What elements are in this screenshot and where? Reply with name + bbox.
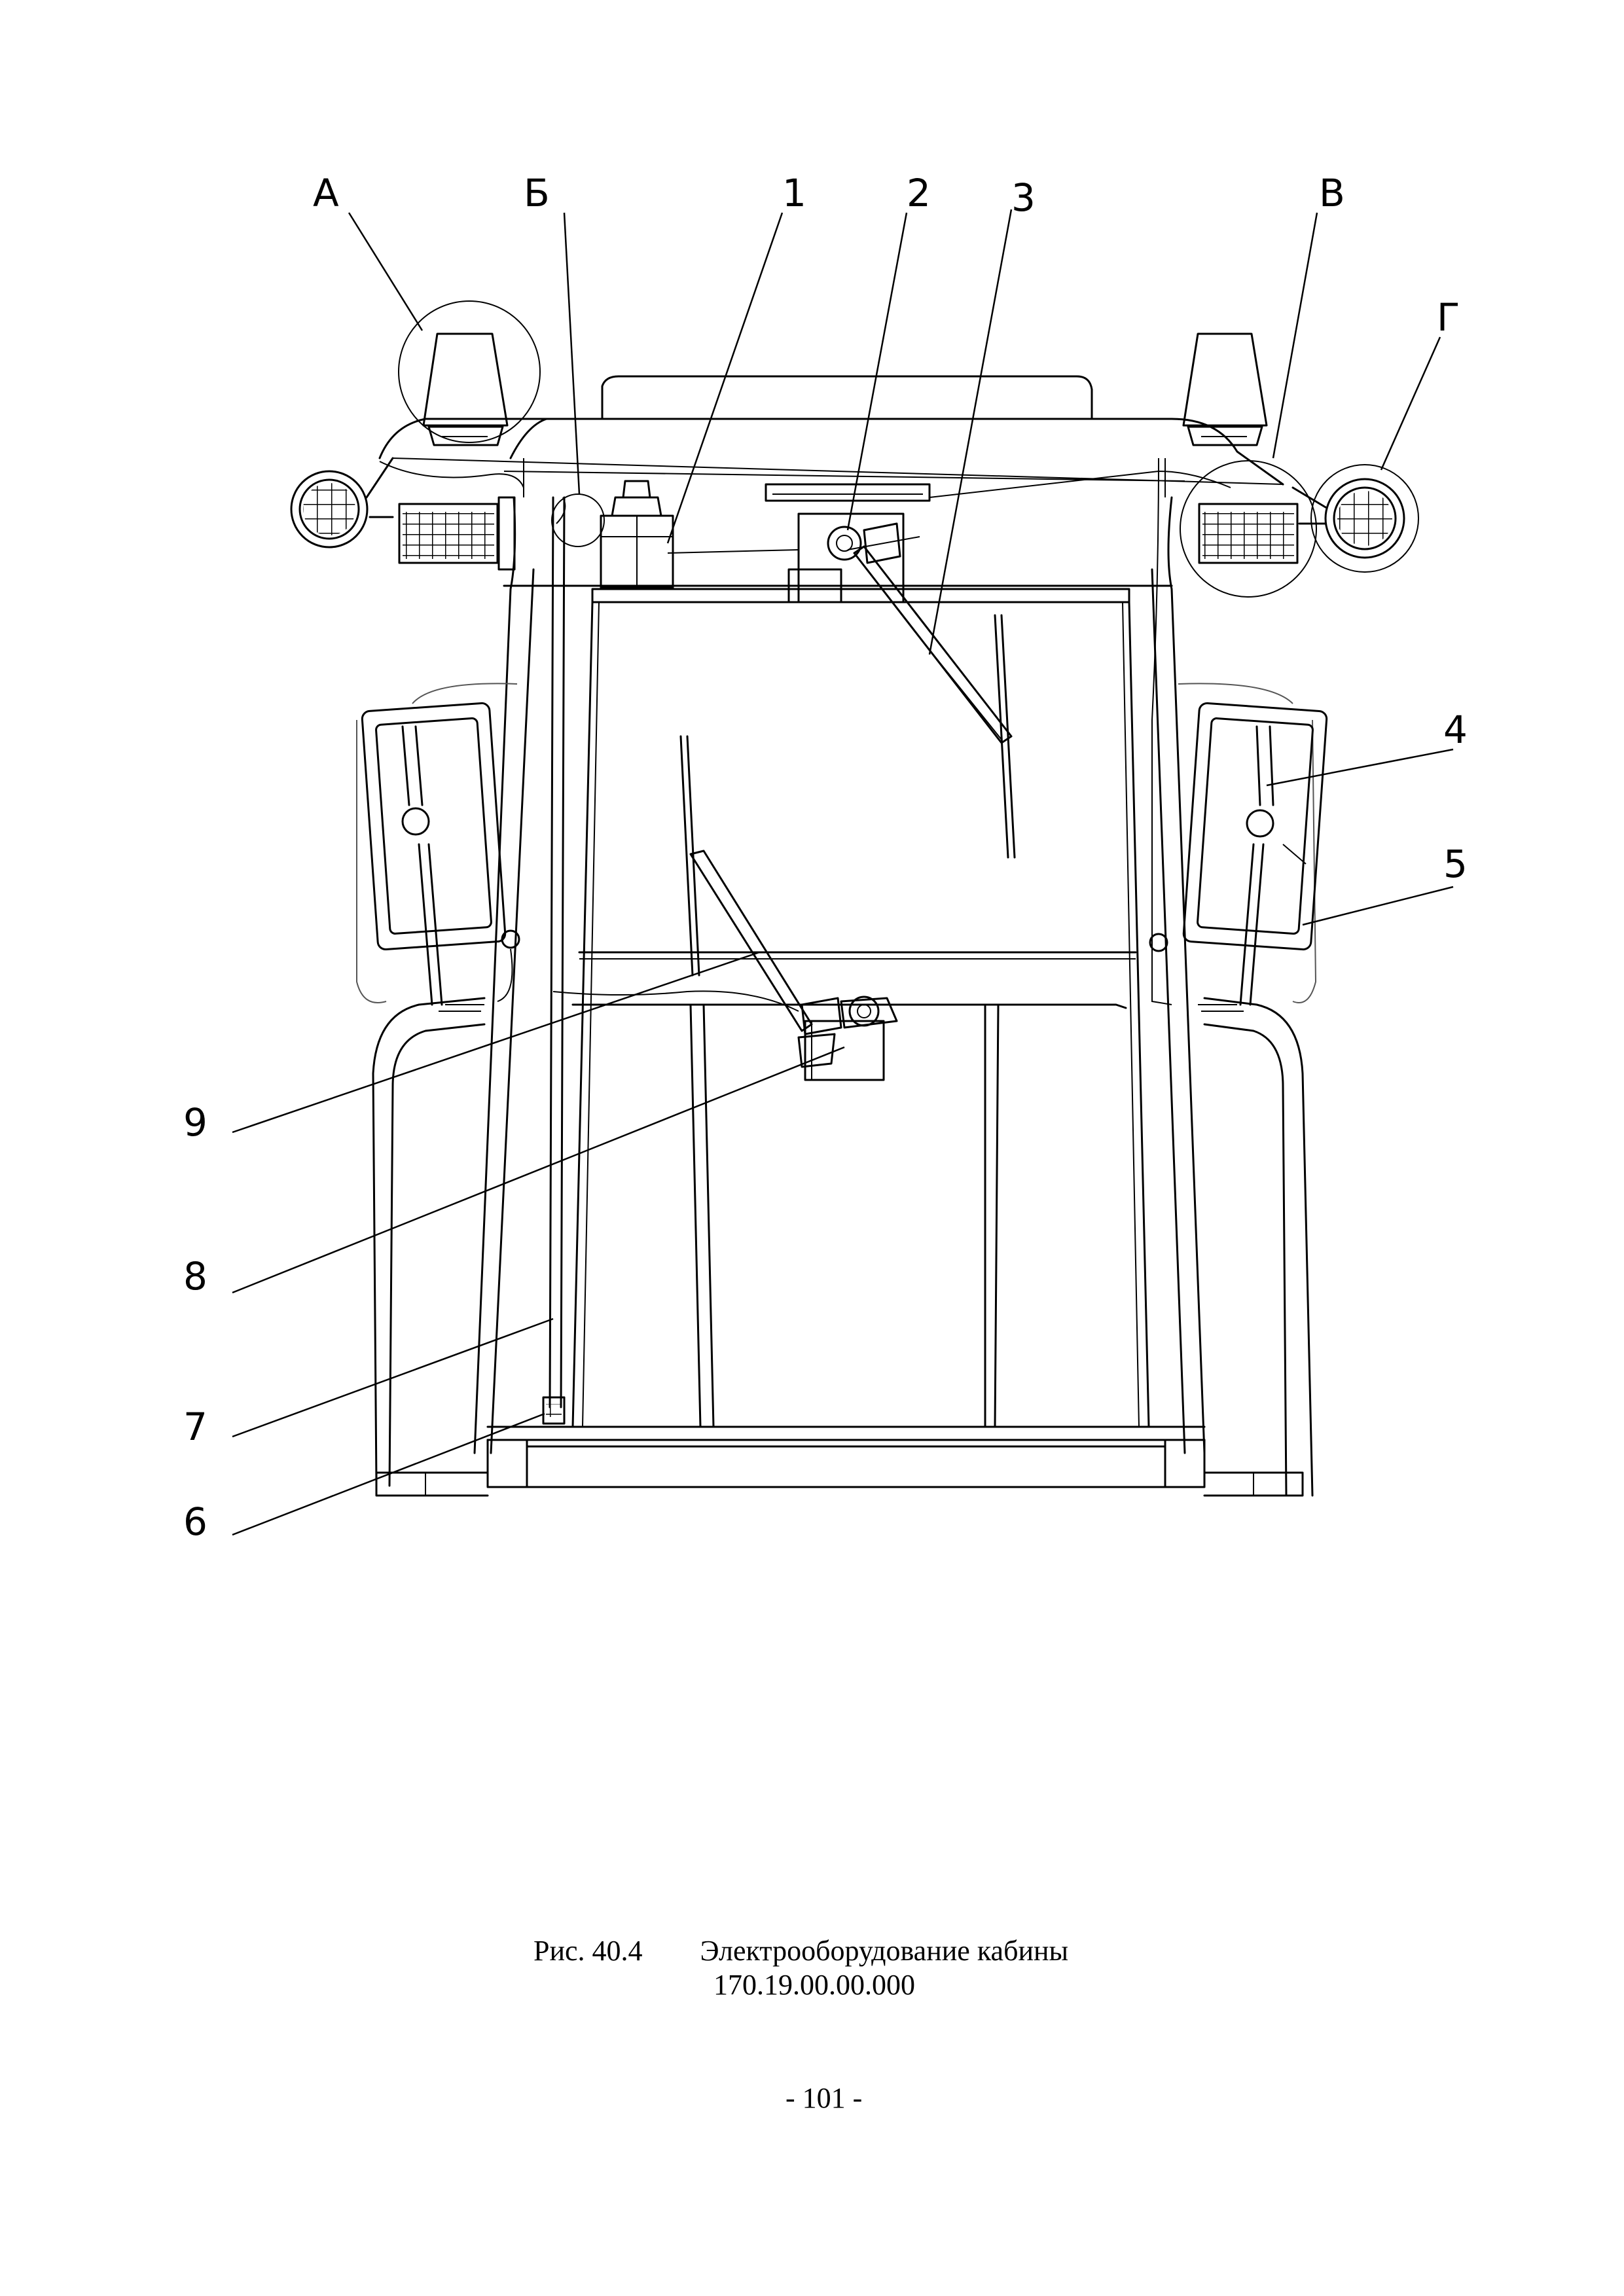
caption-title: Электрооборудование кабины [700,1935,1069,1967]
cab-frame [356,375,1317,1497]
beacon-right [1182,332,1268,446]
relay-block [551,480,674,589]
caption-label: Рис. 40.4 [533,1935,643,1967]
callout-1: 1 [782,171,806,215]
wiper-motor-rear [765,483,931,603]
callout-9: 9 [183,1100,208,1145]
callout-labels: А Б 1 2 3 В Г 4 5 9 8 7 6 [183,171,1468,1544]
drawing-code: 170.19.00.00.000 [713,1969,915,2001]
rect-lamp-right [1180,460,1317,598]
round-lamp-right [1291,464,1419,573]
callout-5: 5 [1443,842,1468,886]
callout-3: 3 [1011,175,1036,220]
figure-caption: Рис. 40.4 Электрооборудование кабины [533,1934,1068,1967]
round-lamp-left [290,457,394,548]
wiper-rear [853,545,1016,859]
callout-7: 7 [183,1405,208,1449]
callout-G: Г [1437,295,1460,340]
wiring-harness [379,457,1231,1425]
beacon-left [398,300,541,446]
callout-A: А [313,171,339,215]
caption-gap [643,1935,700,1967]
rect-lamp-left [398,496,516,571]
callout-4: 4 [1443,708,1468,752]
callout-6: 6 [183,1499,208,1544]
wiper-front-assembly [679,735,898,1081]
mirror-left [361,702,520,1012]
callout-B: Б [524,171,550,215]
callout-V: В [1319,171,1345,215]
callout-2: 2 [907,171,931,215]
leader-lines [232,209,1454,1536]
page-number: - 101 - [785,2082,863,2114]
callout-8: 8 [183,1254,208,1299]
mirror-right [1149,702,1328,1012]
